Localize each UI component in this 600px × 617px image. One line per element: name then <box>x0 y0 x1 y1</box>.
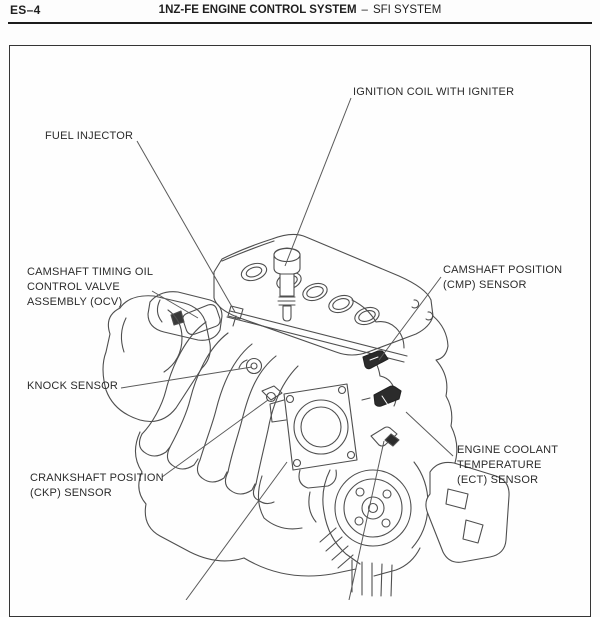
label-ocv: CAMSHAFT TIMING OIL CONTROL VALVE ASSEMB… <box>27 266 154 308</box>
leader-ckp <box>161 399 269 478</box>
leader-knock <box>120 366 253 389</box>
label-ect-sensor: ENGINE COOLANT TEMPERATURE (ECT) SENSOR <box>457 444 559 486</box>
ect-sensor-drawing <box>361 385 402 407</box>
ckp-sensor-drawing <box>261 385 283 403</box>
engine-line-art <box>102 233 510 597</box>
lower-sensor-drawing <box>370 426 400 447</box>
ignition-coil-drawing <box>273 247 301 322</box>
fuel-injector-drawing <box>227 305 244 327</box>
engine-mount-bracket <box>425 461 510 563</box>
engine-diagram <box>102 97 510 600</box>
ocv-drawing <box>182 304 221 335</box>
page-title-subtitle: SFI SYSTEM <box>372 4 442 16</box>
leader-ocv <box>151 290 199 319</box>
leader-fuel-injector <box>136 140 236 313</box>
label-ignition-coil: IGNITION COIL WITH IGNITER <box>353 86 515 98</box>
valve-cover <box>213 233 434 356</box>
leader-bottom-left-cutoff <box>185 461 288 600</box>
knock-sensor-drawing <box>238 357 263 375</box>
label-cmp-sensor: CAMSHAFT POSITION (CMP) SENSOR <box>443 264 563 291</box>
engine-block <box>134 431 421 597</box>
leader-bottom-right-cutoff <box>348 440 385 600</box>
page-code: ES–4 <box>10 3 41 17</box>
cmp-sensor-drawing <box>362 350 389 370</box>
header-rule <box>8 22 592 24</box>
oil-filler-cap <box>240 262 268 282</box>
manual-page: { "page": { "code": "ES–4", "title": "1N… <box>0 3 600 617</box>
leader-cmp <box>378 276 442 361</box>
intake-plenum <box>102 295 211 423</box>
label-knock-sensor: KNOCK SENSOR <box>27 380 119 392</box>
intake-runners <box>138 321 299 505</box>
page-title: 1NZ-FE ENGINE CONTROL SYSTEM–SFI SYSTEM <box>0 4 600 16</box>
leader-ignition-coil <box>284 97 352 267</box>
leader-lines <box>120 97 454 600</box>
leader-ect <box>405 411 454 457</box>
label-fuel-injector: FUEL INJECTOR <box>45 130 134 142</box>
page-title-main: 1NZ-FE ENGINE CONTROL SYSTEM <box>158 4 357 16</box>
throttle-body <box>269 383 358 489</box>
crank-pulley <box>334 469 412 547</box>
label-ckp-sensor: CRANKSHAFT POSITION (CKP) SENSOR <box>30 472 164 499</box>
page-title-separator: – <box>361 4 368 16</box>
